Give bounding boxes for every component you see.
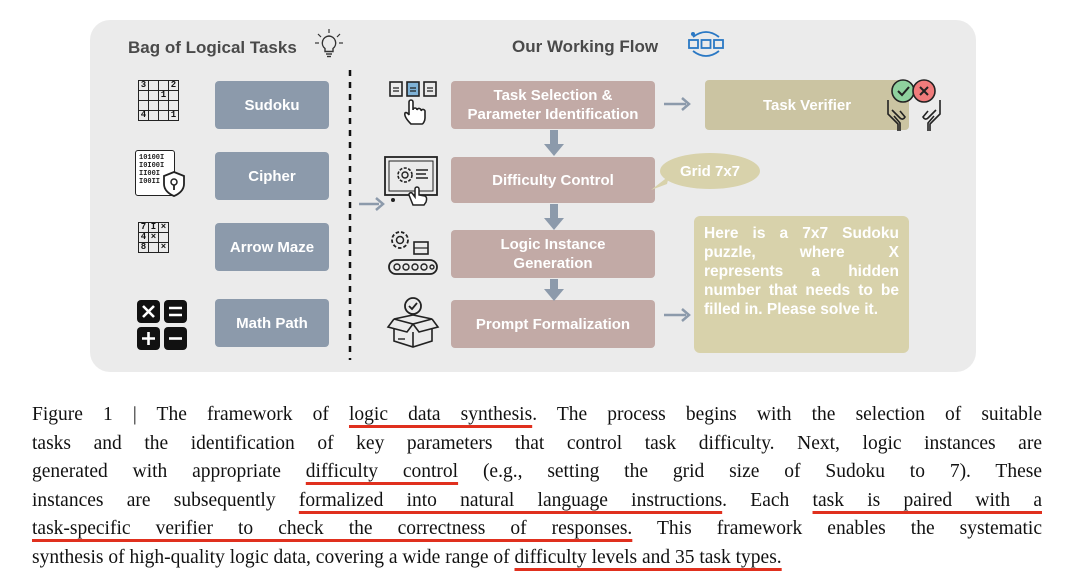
caption-text: generated with appropriate [32,461,306,482]
task-sudoku: Sudoku [215,81,329,129]
caption-text: synthesis of high-quality logic data, co… [32,546,515,568]
highlighted-phrase: difficulty levels and 35 task types. [514,546,782,568]
highlighted-phrase: logic data synthesis [348,404,533,425]
bag-to-flow-arrow [359,197,385,211]
caption-text: This framework enables the systematic [632,518,1042,539]
left-panel-title: Bag of Logical Tasks [128,38,297,57]
flow-down-arrow [544,204,564,230]
selection-hand-icon [389,81,437,125]
caption-line: synthesis of high-quality logic data, co… [32,544,1042,573]
flow-down-arrow [544,279,564,301]
caption-text: . Each [722,489,813,511]
flow-step-task-selection: Task Selection &Parameter Identification [451,81,655,129]
conveyor-gear-icon [388,231,438,275]
highlighted-phrase: task-specific verifier to check the corr… [32,518,633,539]
section-divider [348,70,352,360]
caption-line: task-specific verifier to check the corr… [32,515,1042,544]
flow-step-prompt-formalization: Prompt Formalization [451,300,655,348]
verifier-hands-icon [887,79,941,131]
task-math-path: Math Path [215,299,329,347]
caption-line: instances are subsequently formalized in… [32,487,1042,516]
caption-text: tasks and the identification of key para… [32,432,1042,454]
caption-text: instances are subsequently [32,489,299,511]
open-box-check-icon [386,297,440,348]
bubble-tail [651,176,669,190]
task-cipher: Cipher [215,152,329,200]
flow-step-difficulty-control: Difficulty Control [451,157,655,203]
math-operators-icon [137,300,187,350]
grid-size-bubble: Grid 7x7 [660,153,760,189]
caption-line: Figure 1 | The framework of logic data s… [32,401,1042,430]
caption-line: tasks and the identification of key para… [32,430,1042,459]
right-panel-title: Our Working Flow [512,37,659,56]
prompt-example-text: Here is a 7x7 Sudoku puzzle, where X rep… [694,216,909,353]
settings-monitor-icon [384,156,438,206]
workflow-icon [688,31,724,57]
to-verifier-arrow [664,97,691,111]
caption-text: Figure 1 | The framework of [32,404,349,425]
highlighted-phrase: task is paired with a [812,489,1042,511]
lightbulb-icon [315,29,343,58]
flow-down-arrow [544,130,564,156]
caption-text: (e.g., setting the grid size of Sudoku t… [458,461,1042,482]
cipher-shield-icon: 10100I I0I00I II00I I00II [135,150,187,198]
task-arrow-maze: Arrow Maze [215,223,329,271]
highlighted-phrase: difficulty control [305,461,459,482]
highlighted-phrase: formalized into natural language instruc… [298,489,723,511]
caption-line: generated with appropriate difficulty co… [32,458,1042,487]
task-verifier-box: Task Verifier [705,80,909,130]
caption-text: . The process begins with the selection … [532,404,1042,425]
to-prompt-arrow [664,308,691,322]
figure-caption: Figure 1 | The framework of logic data s… [32,401,1042,572]
